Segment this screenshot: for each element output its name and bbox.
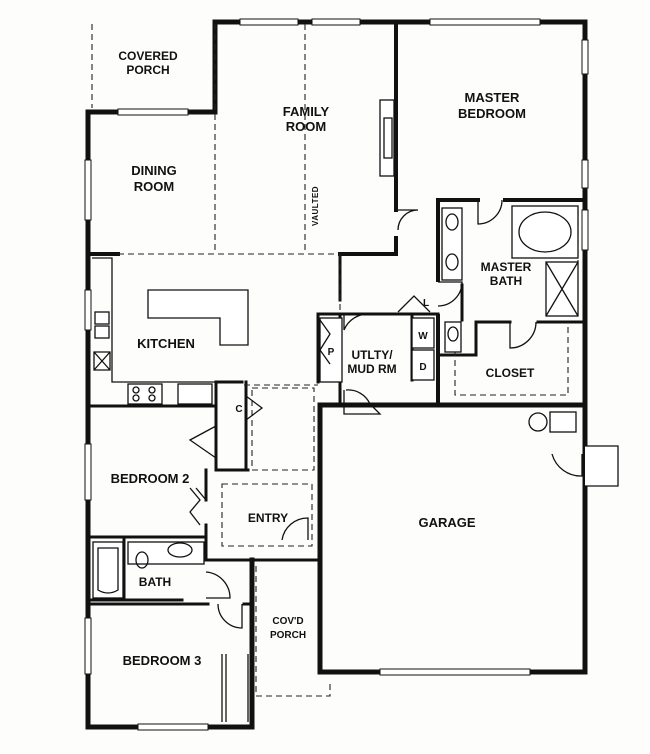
laundry-fixtures [319, 295, 435, 383]
closet-doors [189, 319, 331, 722]
label-covd-porch-2: PORCH [270, 630, 306, 641]
label-family-room-1: FAMILY [283, 104, 330, 119]
interior-walls [86, 22, 588, 606]
label-covered-porch-2: PORCH [126, 63, 169, 77]
label-master-bath-2: BATH [490, 274, 522, 288]
label-dining-room-2: ROOM [134, 179, 174, 194]
label-bedroom-3: BEDROOM 3 [123, 653, 202, 668]
label-master-bath-1: MASTER [481, 260, 532, 274]
label-dining-room-1: DINING [131, 163, 177, 178]
label-dryer: D [419, 362, 426, 373]
label-kitchen: KITCHEN [137, 336, 195, 351]
kitchen-counters [92, 257, 216, 405]
fireplace-icon [379, 99, 395, 177]
garage-fixtures [528, 411, 619, 487]
label-family-room-2: ROOM [286, 119, 326, 134]
label-garage: GARAGE [418, 515, 475, 530]
door-swings [188, 199, 583, 629]
windows [84, 18, 589, 731]
label-pantry: P [328, 347, 335, 358]
label-utility-2: MUD RM [347, 362, 396, 376]
label-utility-1: UTLTY/ [351, 348, 393, 362]
label-entry: ENTRY [248, 511, 288, 525]
room-labels: COVERED PORCH FAMILY ROOM VAULTED MASTER… [111, 49, 535, 668]
master-bath-fixtures [441, 205, 579, 353]
label-master-bedroom-1: MASTER [465, 90, 521, 105]
label-coat-closet: C [235, 404, 242, 415]
label-covd-porch-1: COV'D [272, 616, 303, 627]
kitchen-island [147, 289, 249, 346]
label-bath: BATH [139, 575, 171, 589]
label-covered-porch-1: COVERED [118, 49, 178, 63]
label-bedroom-2: BEDROOM 2 [111, 471, 190, 486]
label-linen: L [423, 298, 429, 309]
label-vaulted: VAULTED [311, 186, 320, 226]
label-washer: W [418, 331, 428, 342]
bath-fixtures [92, 541, 205, 599]
label-master-bedroom-2: BEDROOM [458, 106, 526, 121]
label-closet: CLOSET [486, 366, 535, 380]
